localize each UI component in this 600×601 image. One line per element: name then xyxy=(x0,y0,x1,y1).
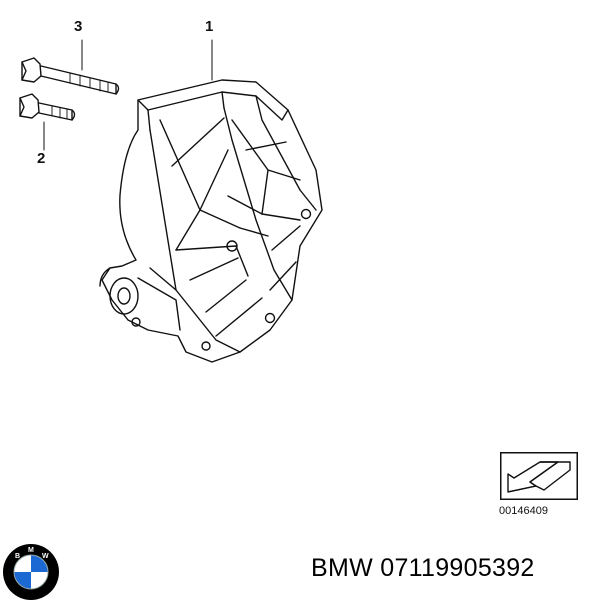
mounting-hole xyxy=(264,312,276,324)
reference-arrow-box xyxy=(500,452,578,500)
callout-part-3: 3 xyxy=(74,18,83,35)
bolt-long-part-3 xyxy=(21,57,120,95)
mounting-hole xyxy=(131,317,141,327)
mounting-hole xyxy=(201,341,211,351)
parts-diagram xyxy=(19,39,323,363)
mounting-hole xyxy=(300,208,312,220)
leader-lines xyxy=(43,39,213,151)
callout-part-1: 1 xyxy=(205,18,214,35)
svg-text:W: W xyxy=(42,553,49,560)
part-number-label: BMW 07119905392 xyxy=(311,554,535,582)
bracket-part-1 xyxy=(99,79,323,363)
bolt-short-part-2 xyxy=(19,93,76,121)
svg-text:M: M xyxy=(28,547,34,554)
svg-text:B: B xyxy=(15,553,20,560)
bmw-roundel-icon: B M W xyxy=(3,544,59,600)
arrow-icon xyxy=(507,461,571,493)
mounting-hole xyxy=(226,240,238,252)
callout-part-2: 2 xyxy=(37,150,46,167)
reference-code: 00146409 xyxy=(499,505,548,517)
